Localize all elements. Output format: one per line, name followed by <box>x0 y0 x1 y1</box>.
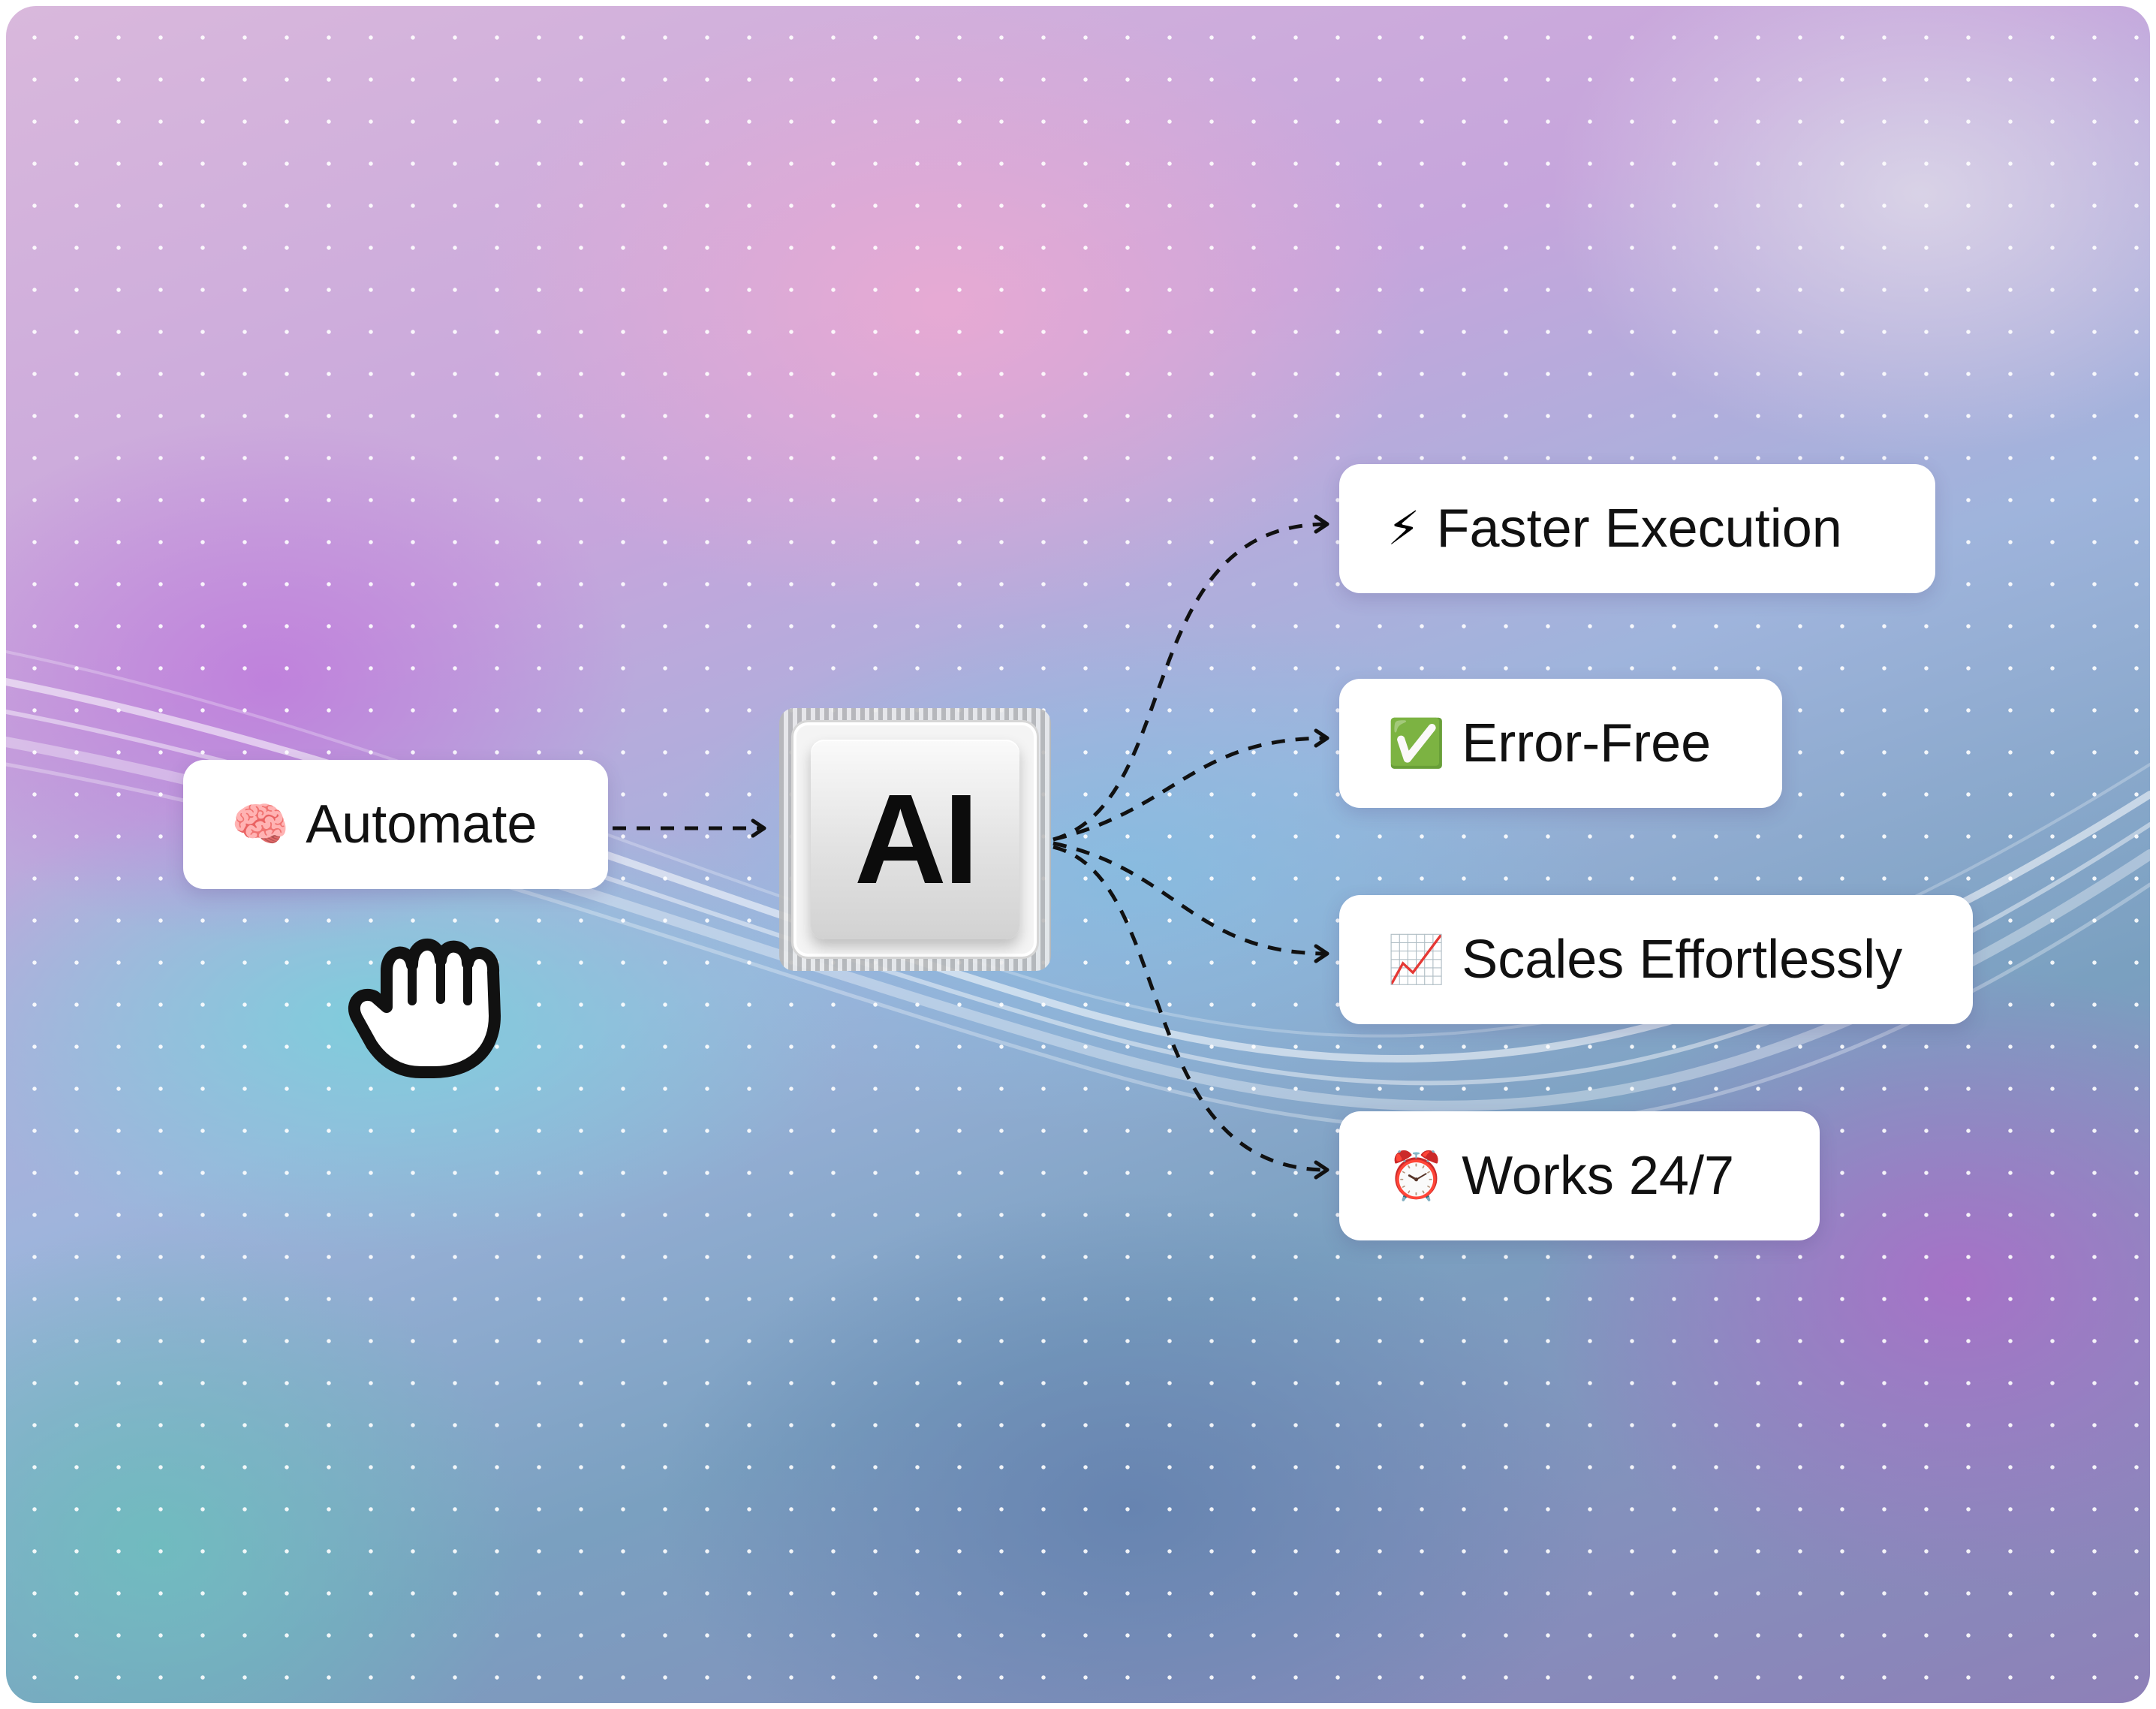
output-node-works-24-7[interactable]: ⏰ Works 24/7 <box>1339 1111 1820 1240</box>
connector-lines <box>613 514 1329 1180</box>
node-label: Works 24/7 <box>1462 1146 1735 1206</box>
alarm-clock-icon: ⏰ <box>1387 1148 1446 1203</box>
brain-icon: 🧠 <box>231 797 290 851</box>
diagram-canvas: 🧠 Automate AI ⚡ Faster Execution ✅ Error… <box>6 6 2150 1703</box>
output-node-scales-effortlessly[interactable]: 📈 Scales Effortlessly <box>1339 895 1973 1024</box>
output-node-faster-execution[interactable]: ⚡ Faster Execution <box>1339 464 1935 593</box>
chart-increasing-icon: 📈 <box>1387 932 1446 987</box>
node-label: Scales Effortlessly <box>1462 930 1903 990</box>
lightning-icon: ⚡ <box>1387 501 1420 556</box>
ai-chip-node[interactable]: AI <box>779 708 1051 971</box>
link-ai-faster <box>1052 514 1329 842</box>
node-label: Error-Free <box>1462 713 1712 773</box>
output-node-error-free[interactable]: ✅ Error-Free <box>1339 679 1782 808</box>
grab-hand-icon <box>348 938 501 1078</box>
check-mark-icon: ✅ <box>1387 716 1446 770</box>
link-ai-works <box>1052 845 1329 1180</box>
node-label: Faster Execution <box>1436 499 1842 559</box>
chip-face: AI <box>811 740 1019 939</box>
chip-label: AI <box>854 768 979 911</box>
link-ai-scales <box>1052 841 1329 963</box>
source-node-automate[interactable]: 🧠 Automate <box>183 760 608 889</box>
link-ai-errorfree <box>1052 728 1329 842</box>
node-label: Automate <box>306 794 537 854</box>
